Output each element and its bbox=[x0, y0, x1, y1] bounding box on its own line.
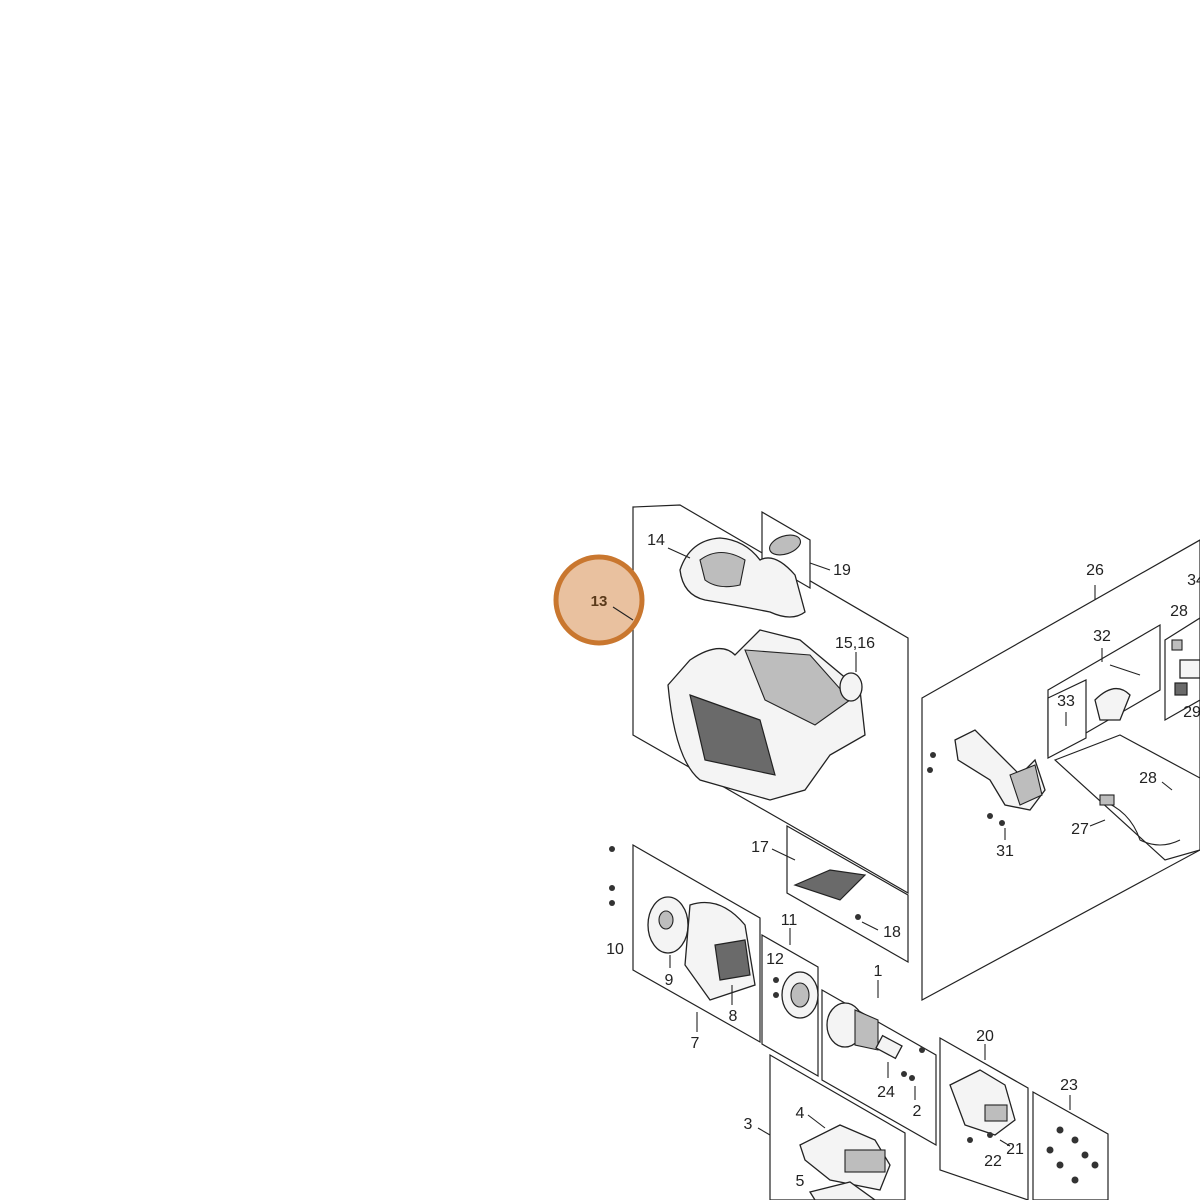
screws-group-23 bbox=[1032, 1090, 1109, 1200]
motor-group bbox=[821, 980, 937, 1147]
callout-15-16: 15,16 bbox=[835, 635, 875, 652]
fan-group bbox=[761, 928, 819, 1078]
callout-32: 32 bbox=[1093, 628, 1111, 645]
highlight-marker-13[interactable]: 13 bbox=[553, 554, 645, 646]
callout-33: 33 bbox=[1057, 693, 1075, 710]
callout-28-top: 28 bbox=[1170, 603, 1188, 620]
callout-labels: 14 19 15,16 17 18 10 9 8 7 11 12 1 24 2 … bbox=[606, 532, 1200, 1190]
callout-34: 34 bbox=[1187, 572, 1200, 589]
callout-28-wire: 28 bbox=[1139, 770, 1157, 787]
callout-5: 5 bbox=[796, 1173, 805, 1190]
callout-10: 10 bbox=[606, 941, 624, 958]
callout-7: 7 bbox=[691, 1035, 700, 1052]
callout-13: 13 bbox=[591, 593, 608, 610]
blower-group bbox=[609, 843, 761, 1044]
callout-23: 23 bbox=[1060, 1077, 1078, 1094]
part-17-18-group bbox=[771, 824, 909, 964]
callout-2: 2 bbox=[913, 1103, 922, 1120]
callout-29: 29 bbox=[1183, 704, 1200, 721]
callout-21: 21 bbox=[1006, 1141, 1024, 1158]
callout-17: 17 bbox=[751, 839, 769, 856]
callout-1: 1 bbox=[874, 963, 883, 980]
callout-22: 22 bbox=[984, 1153, 1002, 1170]
electronics-group bbox=[757, 1053, 906, 1200]
callout-9: 9 bbox=[665, 972, 674, 989]
callout-18: 18 bbox=[883, 924, 901, 941]
callout-8: 8 bbox=[729, 1008, 738, 1025]
handle-group-20 bbox=[939, 1036, 1029, 1200]
callout-12: 12 bbox=[766, 951, 784, 968]
callout-4: 4 bbox=[796, 1105, 805, 1122]
callout-11: 11 bbox=[781, 912, 798, 929]
callout-27: 27 bbox=[1071, 821, 1089, 838]
callout-19: 19 bbox=[833, 562, 851, 579]
callout-31: 31 bbox=[996, 843, 1014, 860]
handle-assembly-group bbox=[921, 539, 1200, 1002]
callout-3: 3 bbox=[744, 1116, 753, 1133]
callout-26: 26 bbox=[1086, 562, 1104, 579]
callout-24: 24 bbox=[877, 1084, 895, 1101]
callout-14: 14 bbox=[647, 532, 665, 549]
callout-20: 20 bbox=[976, 1028, 994, 1045]
housing-group bbox=[632, 504, 909, 895]
